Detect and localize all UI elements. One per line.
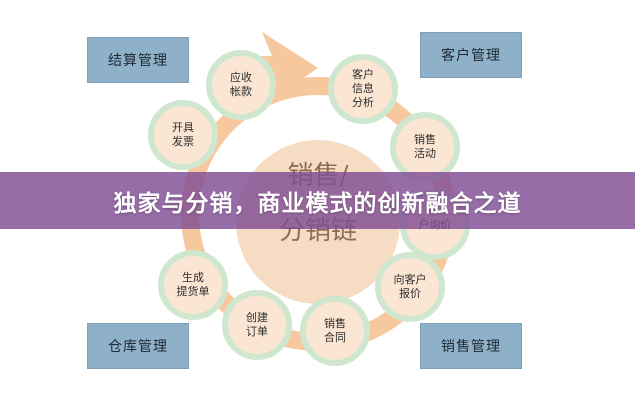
banner-title: 独家与分销，商业模式的创新融合之道: [113, 190, 522, 217]
node-customer-info-analysis: 客户 信息 分析: [328, 54, 398, 124]
node-sales-activity-label: 销售 活动: [414, 133, 436, 160]
customer-management-label: 客户管理: [441, 48, 501, 64]
node-accounts-receivable: 应收 帐款: [206, 50, 276, 120]
cycle-arrow-icon: [250, 32, 318, 104]
node-issue-invoice: 开具 发票: [148, 100, 218, 170]
node-generate-delivery-note-label: 生成 提货单: [176, 271, 210, 298]
node-create-order: 创建 订单: [222, 290, 292, 360]
warehouse-management-label: 仓库管理: [108, 339, 168, 355]
node-accounts-receivable-label: 应收 帐款: [230, 71, 252, 98]
node-generate-delivery-note: 生成 提货单: [158, 250, 228, 320]
node-customer-info-analysis-label: 客户 信息 分析: [352, 68, 374, 109]
node-issue-invoice-label: 开具 发票: [172, 121, 194, 148]
node-sales-contract: 销售 合同: [300, 296, 370, 366]
node-quote-to-customer: 向客户 报价: [375, 252, 445, 322]
title-banner: 独家与分销，商业模式的创新融合之道: [0, 172, 635, 229]
settlement-management-box: 结算管理: [87, 37, 189, 83]
node-quote-to-customer-label: 向客户 报价: [393, 273, 427, 300]
node-sales-activity: 销售 活动: [390, 112, 460, 182]
settlement-management-label: 结算管理: [108, 53, 168, 69]
customer-management-box: 客户管理: [420, 32, 522, 78]
node-sales-contract-label: 销售 合同: [324, 317, 346, 344]
sales-management-label: 销售管理: [441, 339, 501, 355]
warehouse-management-box: 仓库管理: [87, 323, 189, 369]
node-create-order-label: 创建 订单: [246, 311, 268, 338]
sales-management-box: 销售管理: [420, 323, 522, 369]
